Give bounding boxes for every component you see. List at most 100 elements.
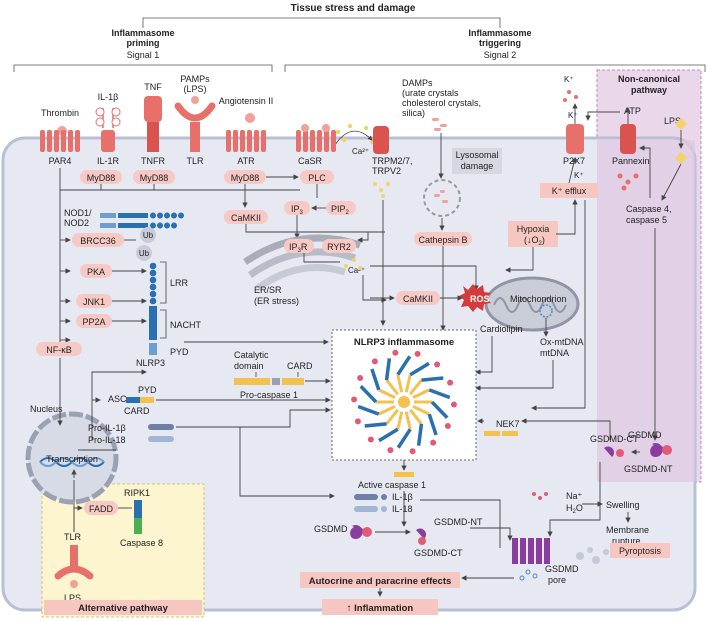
- k-efflux-box: [540, 183, 598, 198]
- ripk1-bar: [134, 500, 142, 518]
- transcription-label: Transcription: [46, 454, 98, 464]
- cathepsin-pill: [414, 232, 472, 246]
- myd88-1-label: MyD88: [87, 173, 116, 183]
- na-label: Na⁺: [566, 491, 583, 501]
- caspase45-label-2: caspase 5: [626, 215, 667, 225]
- mitochondrion-label: Mitochondrion: [510, 294, 567, 304]
- nucleus-label: Nucleus: [30, 404, 63, 414]
- p2x7-channel: [566, 124, 584, 154]
- membrane-label-1: Membrane: [606, 525, 649, 535]
- pyroptosis-box: [610, 543, 670, 558]
- cathepsin-label: Cathepsin B: [418, 235, 467, 245]
- alt-lps-label: LPS: [64, 593, 81, 603]
- casr-label: CaSR: [298, 156, 323, 166]
- ip3-pill: [284, 201, 310, 215]
- tissue-stress-label: Tissue stress and damage: [291, 3, 416, 14]
- casr-receptor: [296, 130, 336, 152]
- il18-mature-label: IL-18: [392, 504, 413, 514]
- asc-card-label: CARD: [124, 406, 150, 416]
- myd88-2-label: MyD88: [140, 173, 169, 183]
- ryr2-label: RYR2: [327, 242, 351, 252]
- trpm-label-2: TRPV2: [372, 166, 401, 176]
- ersr-label: ER/SR: [254, 285, 282, 295]
- signal1-label: Signal 1: [127, 50, 160, 60]
- damps-label-1: DAMPs: [402, 78, 433, 88]
- pyd-label: PYD: [170, 347, 189, 357]
- caspase8-bar: [134, 518, 142, 534]
- active-caspase-bar: [394, 472, 414, 477]
- tlr-label: TLR: [186, 156, 204, 166]
- lysosomal-label-2: damage: [461, 161, 494, 171]
- gsdmd-pore: [512, 538, 550, 564]
- angiotensin-label: Angiotensin II: [219, 96, 274, 106]
- caspase45-label-1: Caspase 4,: [626, 204, 672, 214]
- nfkb-label: NF-κB: [46, 345, 72, 355]
- nod-protein-icon: [100, 212, 184, 229]
- pp2a-label: PP2A: [82, 317, 105, 327]
- asc-pyd-bar: [126, 397, 140, 403]
- ros-burst-icon: [459, 284, 491, 312]
- inflammation-box: [322, 599, 438, 615]
- pamps-label-2: (LPS): [183, 84, 206, 94]
- k-efflux-label: K⁺ efflux: [552, 186, 587, 196]
- h2o-label: H2O: [566, 503, 583, 515]
- lysosomal-damage-box: [452, 148, 502, 174]
- myd88-adaptors: MyD88 MyD88 MyD88: [80, 170, 266, 184]
- hypoxia-sub-label: (↓O2): [524, 235, 545, 247]
- lysosomal-label-1: Lysosomal: [456, 150, 499, 160]
- tnf-label: TNF: [144, 82, 162, 92]
- alt-title-box: [44, 600, 202, 615]
- receptors-signal1: Thrombin PAR4 IL-1β IL-1R TNF TNFR PAMPs…: [40, 74, 273, 166]
- nlrp3-protein: BRCC36 Ub Ub LRR NACHT PYD NLRP3 PKA JNK…: [36, 227, 329, 368]
- mtdna-icon: [539, 304, 553, 318]
- noncanonical-title-2: pathway: [631, 85, 667, 95]
- gsdmd-nt-mid-label: GSDMD-NT: [434, 517, 483, 527]
- atp-label: ATP: [624, 106, 641, 116]
- lysosome: [423, 179, 461, 217]
- k-inner-label: K⁺: [574, 171, 584, 180]
- priming-title-1: Inflammasome: [111, 28, 174, 38]
- gsdmd-nt-right-label: GSDMD-NT: [624, 464, 673, 474]
- signal2-label: Signal 2: [484, 50, 517, 60]
- proil1b-bar: [148, 424, 174, 430]
- noncanonical-title-1: Non-canonical: [618, 74, 680, 84]
- ryr2-pill: [322, 239, 356, 253]
- inflammation-label: ↑ Inflammation: [347, 603, 414, 614]
- par4-label: PAR4: [49, 156, 72, 166]
- il1b-mature-dot: [381, 494, 387, 500]
- trpm-channel: [373, 126, 389, 154]
- pip2-pill: [326, 201, 356, 215]
- ripk1-label: RIPK1: [124, 488, 150, 498]
- nucleus: [25, 411, 119, 505]
- proil1b-label: Pro-IL-1β: [88, 423, 126, 433]
- alt-tlr-receptor: [70, 545, 78, 567]
- alternative-title: Alternative pathway: [78, 603, 168, 614]
- hypoxia-box: [508, 221, 558, 247]
- pannexin-label: Pannexin: [612, 156, 650, 166]
- gsdmd-ct-mid-label: GSDMD-CT: [414, 548, 463, 558]
- nacht-label: NACHT: [170, 320, 202, 330]
- alt-tlr-label: TLR: [64, 532, 82, 542]
- il1r-label: IL-1R: [97, 156, 120, 166]
- header: Tissue stress and damage Inflammasome pr…: [13, 3, 706, 72]
- camkii-right-label: CaMKII: [403, 294, 433, 304]
- er-stress-label: (ER stress): [254, 296, 299, 306]
- lrr-label: LRR: [170, 278, 189, 288]
- damps-label-4: silica): [402, 108, 425, 118]
- cardiolipin-label: Cardiolipin: [480, 324, 523, 334]
- camkii-left-pill: [224, 210, 268, 224]
- proil18-bar: [148, 436, 174, 442]
- catalytic-label-2: domain: [234, 361, 264, 371]
- pore-label-1: GSDMD: [545, 564, 579, 574]
- autocrine-label: Autocrine and paracrine effects: [309, 576, 452, 587]
- mtdna-label: mtDNA: [540, 348, 569, 358]
- nod2-label: NOD2: [64, 218, 89, 228]
- ca2-top-label: Ca²⁺: [352, 147, 369, 156]
- inflammasome-title: NLRP3 inflammasome: [354, 337, 454, 348]
- proil18-label: Pro-IL-18: [88, 435, 126, 445]
- pip2-label: PIP2: [331, 204, 350, 216]
- ip3r-label: IP3R: [289, 242, 308, 254]
- gsdmd-right-label: GSDMD: [628, 430, 662, 440]
- plc-pill: [300, 170, 334, 184]
